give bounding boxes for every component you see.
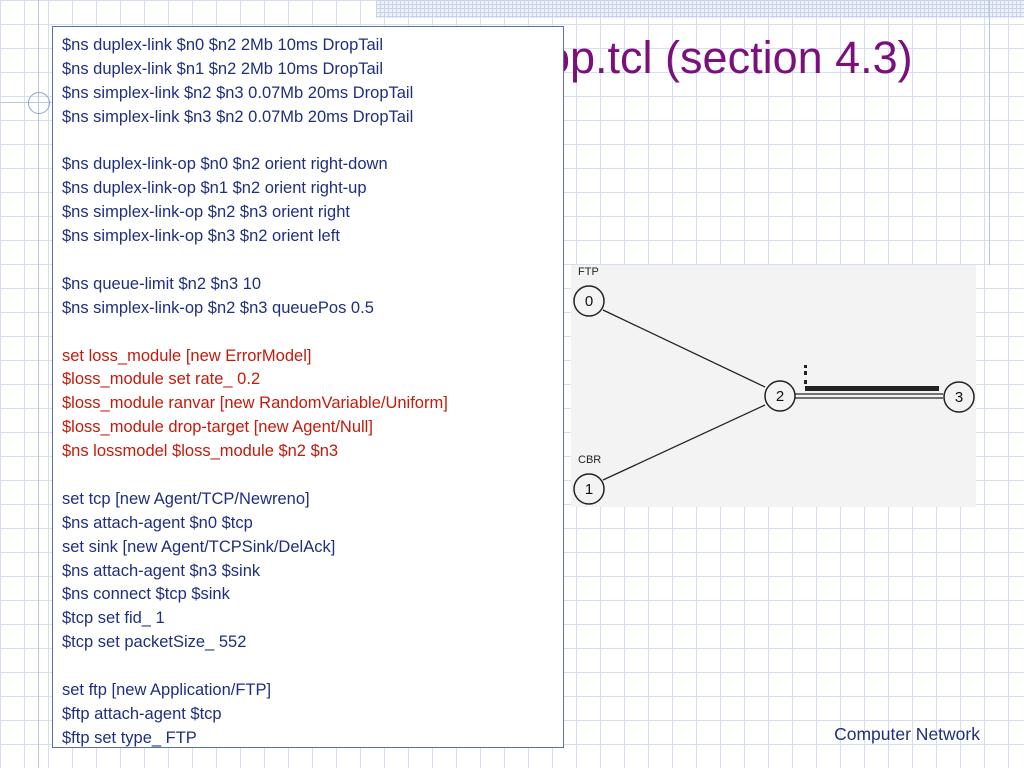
header-pattern-band <box>376 0 1024 18</box>
node-n1-label: 1 <box>585 481 593 498</box>
left-vertical-rule <box>38 0 39 768</box>
code-line: set sink [new Agent/TCPSink/DelAck] <box>62 537 336 556</box>
code-line: $ns duplex-link $n1 $n2 2Mb 10ms DropTai… <box>62 59 384 78</box>
code-line: $ns simplex-link $n3 $n2 0.07Mb 20ms Dro… <box>62 107 414 126</box>
code-line: $ns attach-agent $n0 $tcp <box>62 513 253 532</box>
code-line: $ftp attach-agent $tcp <box>62 704 222 723</box>
code-line-highlighted: $loss_module set rate_ 0.2 <box>62 370 261 389</box>
code-line: $ftp set type_ FTP <box>62 728 197 747</box>
code-listing: $ns duplex-link $n0 $n2 2Mb 10ms DropTai… <box>52 26 564 748</box>
node-n0-label: 0 <box>585 293 593 310</box>
code-line: $tcp set fid_ 1 <box>62 609 165 628</box>
link-n1-n2 <box>602 404 766 481</box>
node-n3: 3 <box>943 381 975 413</box>
code-line: $ns queue-limit $n2 $n3 10 <box>62 274 262 293</box>
code-blank-line <box>62 249 563 273</box>
code-line: $ns duplex-link-op $n1 $n2 orient right-… <box>62 179 367 198</box>
code-line-highlighted: set loss_module [new ErrorModel] <box>62 346 312 365</box>
code-line-highlighted: $loss_module drop-target [new Agent/Null… <box>62 418 373 437</box>
node-n0: 0 <box>573 285 605 317</box>
right-vertical-rule <box>989 0 990 265</box>
node-n2-label: 2 <box>776 388 784 405</box>
cbr-agent-label: CBR <box>578 454 601 466</box>
code-line: $ns duplex-link $n0 $n2 2Mb 10ms DropTai… <box>62 36 384 54</box>
code-blank-line <box>62 655 563 679</box>
slide-footer: Computer Network <box>834 724 980 744</box>
node-n1: 1 <box>573 473 605 505</box>
code-line: $tcp set packetSize_ 552 <box>62 633 247 652</box>
queued-packet <box>804 380 807 384</box>
code-line-highlighted: $ns lossmodel $loss_module $n2 $n3 <box>62 442 339 461</box>
node-n3-label: 3 <box>955 389 963 406</box>
code-line: $ns simplex-link $n2 $n3 0.07Mb 20ms Dro… <box>62 83 414 102</box>
ftp-agent-label: FTP <box>578 266 599 278</box>
code-line: $ns duplex-link-op $n0 $n2 orient right-… <box>62 155 388 174</box>
code-line: $ns simplex-link-op $n2 $n3 queuePos 0.5 <box>62 298 374 317</box>
queued-packet <box>804 371 807 375</box>
link-n0-n2 <box>602 309 766 388</box>
code-line-highlighted: $loss_module ranvar [new RandomVariable/… <box>62 394 448 413</box>
queued-packet <box>804 365 807 368</box>
network-topology-diagram: 0 1 2 3 FTP CBR <box>571 265 976 507</box>
code-blank-line <box>62 130 563 154</box>
code-line: $ns simplex-link-op $n2 $n3 orient right <box>62 203 350 222</box>
packet-queue <box>805 386 939 391</box>
code-line: $ns connect $tcp $sink <box>62 585 230 604</box>
code-blank-line <box>62 464 563 488</box>
code-line: $ns attach-agent $n3 $sink <box>62 561 261 580</box>
code-line: $ns simplex-link-op $n3 $n2 orient left <box>62 227 340 246</box>
node-n2: 2 <box>764 380 796 412</box>
code-blank-line <box>62 321 563 345</box>
decorative-circle <box>28 92 50 114</box>
code-line: set tcp [new Agent/TCP/Newreno] <box>62 489 310 508</box>
code-line: set ftp [new Application/FTP] <box>62 681 272 700</box>
